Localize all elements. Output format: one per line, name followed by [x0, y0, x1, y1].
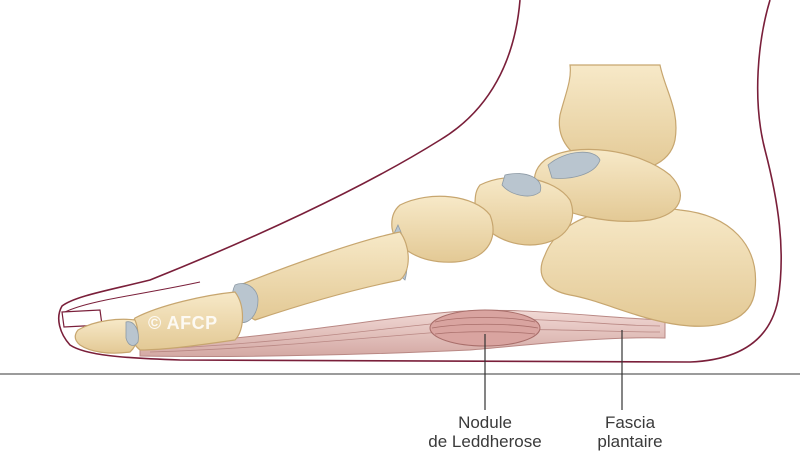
- label-fascia-line1: Fascia: [560, 413, 700, 432]
- calcaneus-bone: [541, 207, 755, 326]
- label-nodule-line1: Nodule: [395, 413, 575, 432]
- label-fascia-plantaire: Fascia plantaire: [560, 413, 700, 451]
- label-nodule-line2: de Leddherose: [395, 432, 575, 451]
- label-fascia-line2: plantaire: [560, 432, 700, 451]
- metatarsal-bone: [238, 232, 408, 320]
- copyright-watermark: © AFCP: [148, 313, 218, 334]
- label-nodule-de-leddherose: Nodule de Leddherose: [395, 413, 575, 451]
